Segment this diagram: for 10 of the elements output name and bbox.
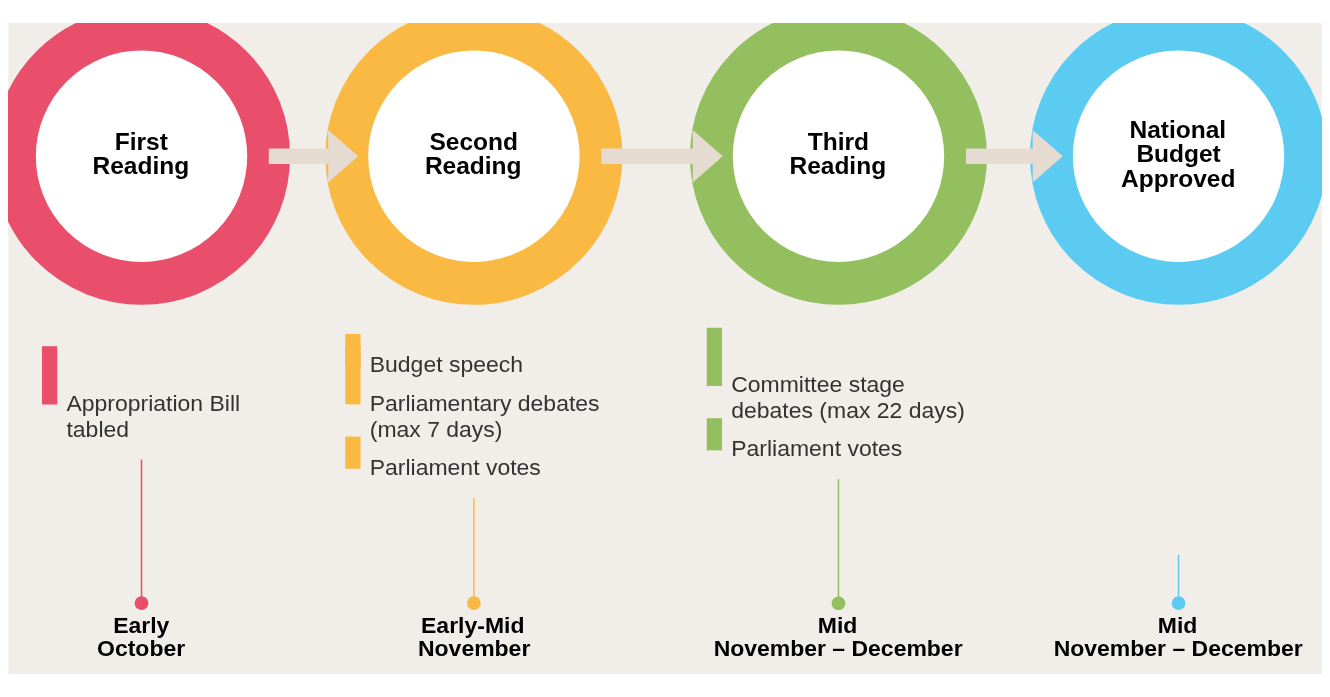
node-label: Parliament votes <box>731 435 903 462</box>
node-text: Mid November – December <box>1053 611 1303 661</box>
node-label: Budget speech <box>369 351 523 378</box>
node-label: Appropriation Bill tabled <box>66 389 241 442</box>
node-label: Committee stage debates (max 22 days) <box>731 371 965 424</box>
node-label: Parliament votes <box>369 453 541 480</box>
node-text: Early-Mid November <box>418 611 531 661</box>
node-text: Early October <box>97 611 186 661</box>
node-text: Mid November – December <box>713 611 963 661</box>
node-label: Parliamentary debates (max 7 days) <box>369 389 600 442</box>
